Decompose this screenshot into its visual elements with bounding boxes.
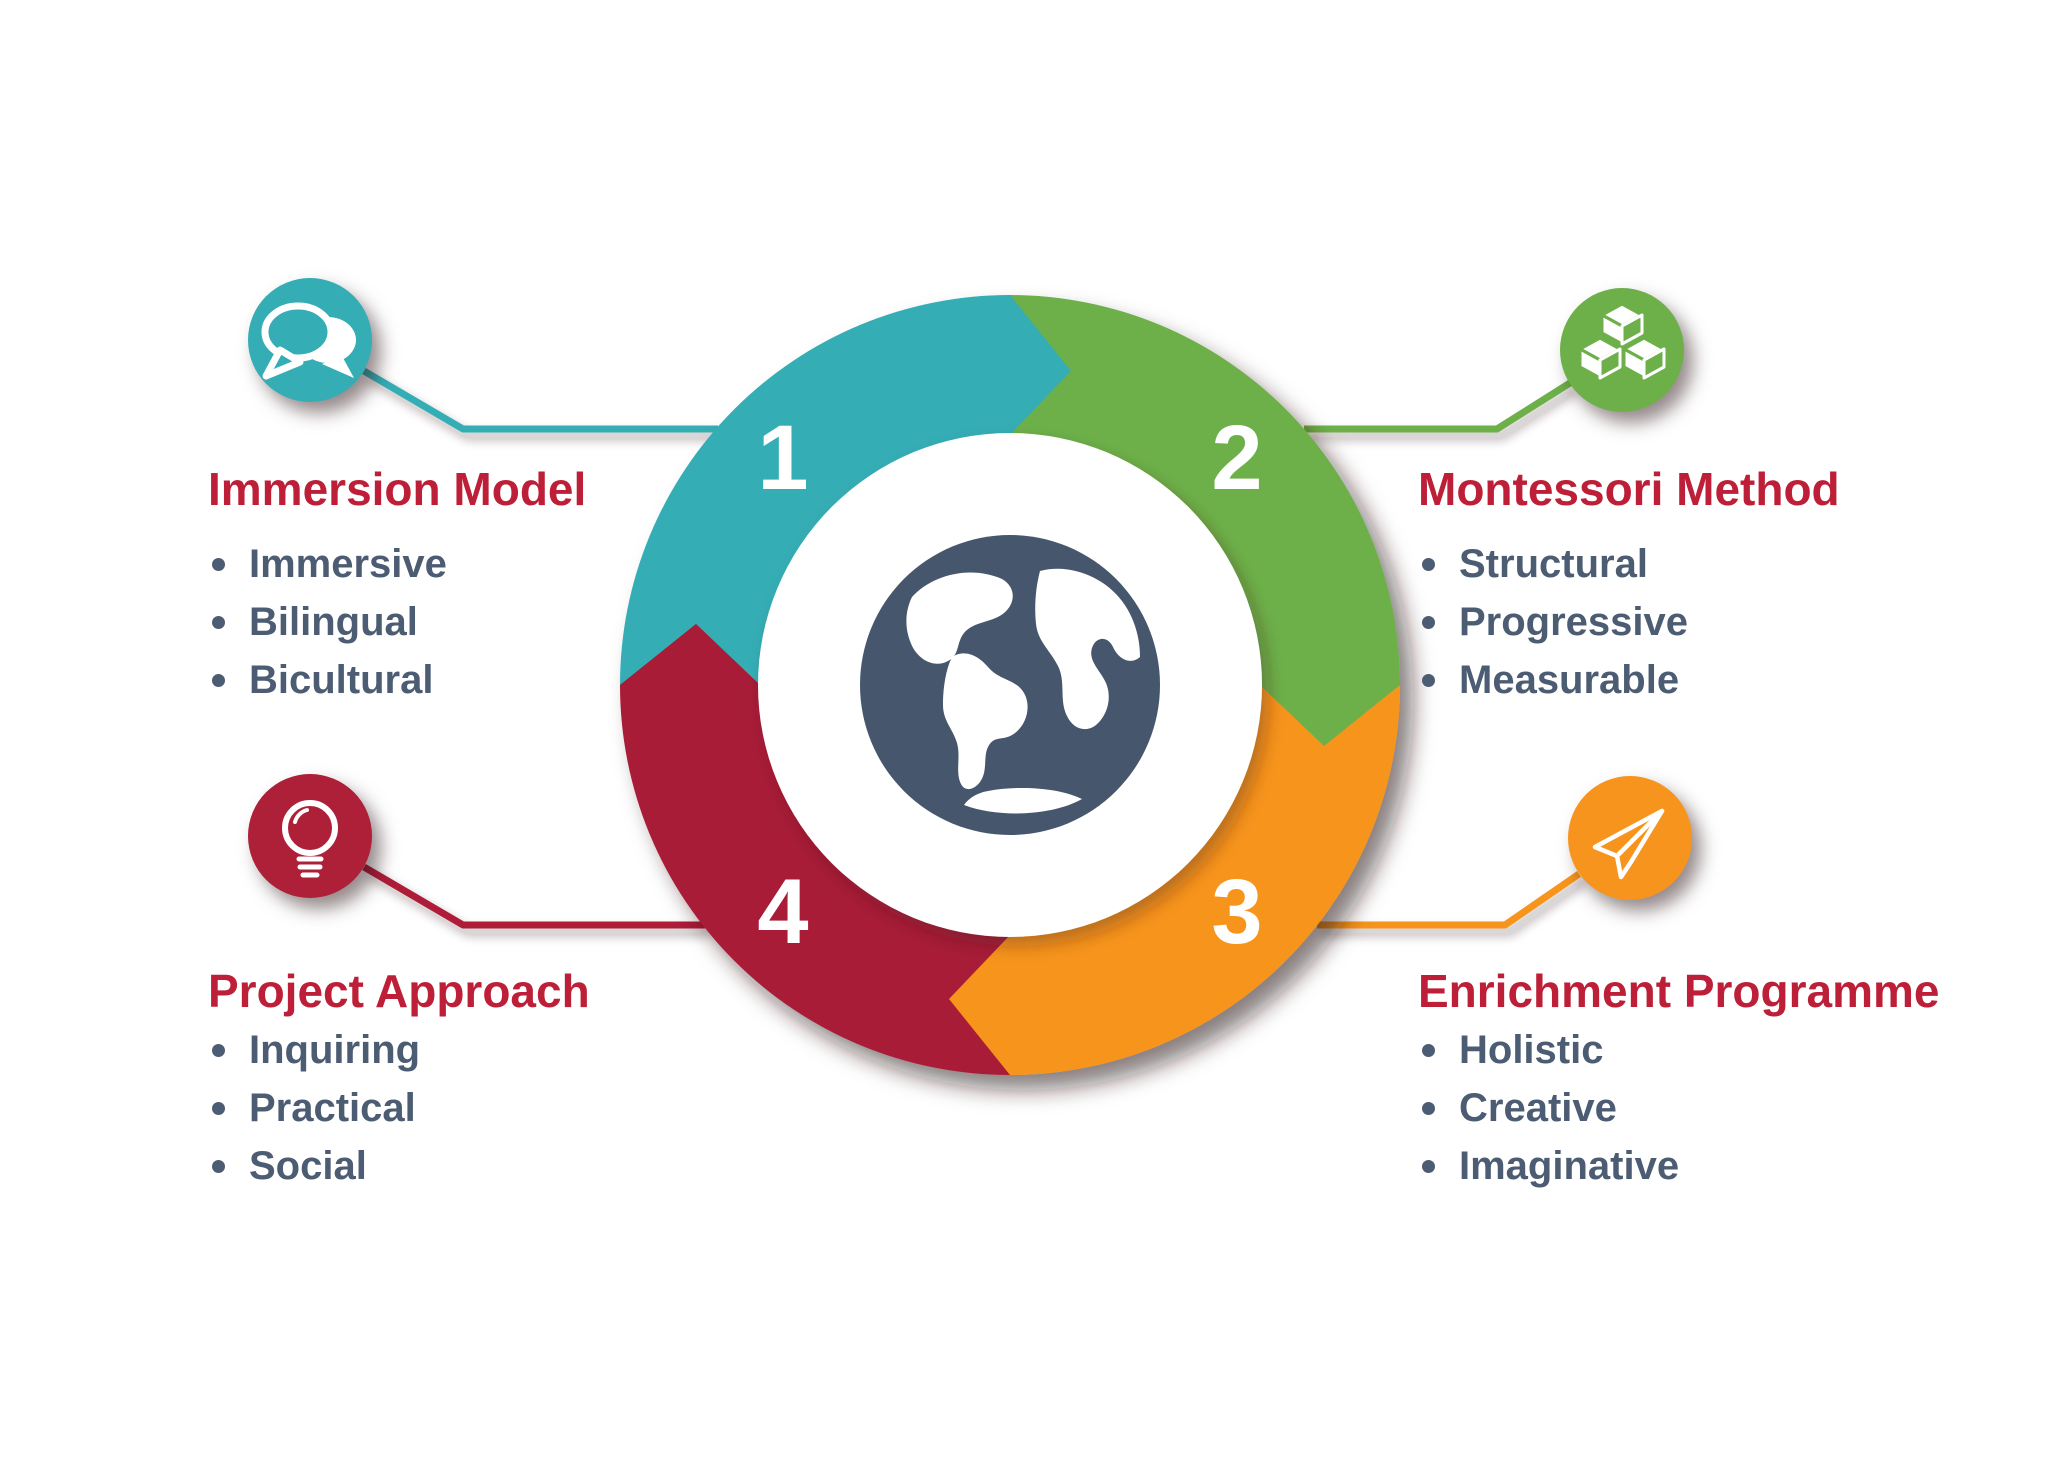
ring-number-1: 1 <box>757 407 808 509</box>
badge-project <box>240 766 380 906</box>
section-title-immersion: Immersion Model <box>208 463 587 515</box>
badge-enrichment <box>1560 768 1700 908</box>
speech-bubbles-icon <box>261 302 356 380</box>
bullet-item: Immersive <box>212 542 447 586</box>
immersion-bullet-list: Immersive Bilingual Bicultural <box>212 542 447 716</box>
montessori-bullet-list: Structural Progressive Measurable <box>1422 542 1688 716</box>
bullet-dot <box>212 615 225 629</box>
paper-plane-icon <box>1592 808 1665 880</box>
bullet-item: Imaginative <box>1422 1144 1679 1188</box>
connector-enrichment <box>1317 871 1581 929</box>
bullet-label: Creative <box>1459 1085 1617 1130</box>
bullet-item: Creative <box>1422 1086 1679 1130</box>
section-project: Project Approach <box>208 964 590 1018</box>
continent-north <box>906 572 1013 664</box>
bullet-dot <box>1422 1043 1435 1057</box>
section-immersion: Immersion Model <box>208 462 586 516</box>
bullet-dot <box>1422 1159 1435 1173</box>
bullet-item: Bilingual <box>212 600 447 644</box>
bullet-label: Structural <box>1459 541 1648 586</box>
bullet-item: Measurable <box>1422 658 1688 702</box>
segment-3-orange <box>949 685 1400 1075</box>
arrow-tip-teal <box>1010 295 1071 435</box>
badge-montessori <box>1552 280 1692 420</box>
connector-project <box>362 863 705 929</box>
bullet-label: Practical <box>249 1085 416 1130</box>
section-title-montessori: Montessori Method <box>1418 463 1840 515</box>
arrow-tip-green <box>1260 685 1400 746</box>
connector-lines <box>362 367 1581 929</box>
section-enrichment: Enrichment Programme <box>1418 964 1939 1018</box>
bullet-label: Measurable <box>1459 657 1680 702</box>
bullet-dot <box>212 1159 225 1173</box>
arrow-tip-orange <box>949 935 1010 1075</box>
bullet-label: Holistic <box>1459 1027 1604 1072</box>
continent-south <box>943 653 1028 790</box>
bullet-label: Immersive <box>249 541 447 586</box>
bullet-item: Bicultural <box>212 658 447 702</box>
enrichment-bullet-list: Holistic Creative Imaginative <box>1422 1028 1679 1202</box>
arrow-tip-red <box>620 624 760 685</box>
connector-montessori <box>1304 380 1572 433</box>
cubes-icon <box>1578 302 1666 380</box>
ring-number-2: 2 <box>1211 407 1262 509</box>
segment-2-green <box>1010 295 1400 746</box>
bullet-item: Progressive <box>1422 600 1688 644</box>
section-title-enrichment: Enrichment Programme <box>1418 965 1940 1017</box>
section-montessori: Montessori Method <box>1418 462 1840 516</box>
bullet-label: Bilingual <box>249 599 418 644</box>
segment-1-teal <box>620 295 1071 685</box>
lightbulb-icon <box>282 800 338 878</box>
bullet-label: Social <box>249 1143 367 1188</box>
bullet-dot <box>1422 1101 1435 1115</box>
bullet-dot <box>212 1101 225 1115</box>
segment-4-red <box>620 624 1010 1075</box>
bullet-label: Inquiring <box>249 1027 421 1072</box>
project-bullet-list: Inquiring Practical Social <box>212 1028 420 1202</box>
badge-immersion <box>240 270 380 410</box>
bullet-dot <box>212 557 225 571</box>
bullet-label: Bicultural <box>249 657 434 702</box>
bullet-label: Imaginative <box>1459 1143 1680 1188</box>
section-title-project: Project Approach <box>208 965 590 1017</box>
bullet-item: Holistic <box>1422 1028 1679 1072</box>
cycle-ring <box>620 295 1400 1075</box>
connector-immersion <box>362 367 718 433</box>
bullet-item: Structural <box>1422 542 1688 586</box>
bullet-dot <box>212 673 225 687</box>
bullet-label: Progressive <box>1459 599 1689 644</box>
continent-east <box>1035 568 1140 730</box>
bullet-item: Social <box>212 1144 420 1188</box>
bullet-dot <box>1422 615 1435 629</box>
bullet-dot <box>1422 557 1435 571</box>
ring-number-3: 3 <box>1211 861 1262 963</box>
bullet-item: Practical <box>212 1086 420 1130</box>
bullet-item: Inquiring <box>212 1028 420 1072</box>
continent-bottom <box>964 787 1082 814</box>
globe-icon <box>860 535 1160 835</box>
bullet-dot <box>1422 673 1435 687</box>
bullet-dot <box>212 1043 225 1057</box>
ring-number-4: 4 <box>757 861 808 963</box>
